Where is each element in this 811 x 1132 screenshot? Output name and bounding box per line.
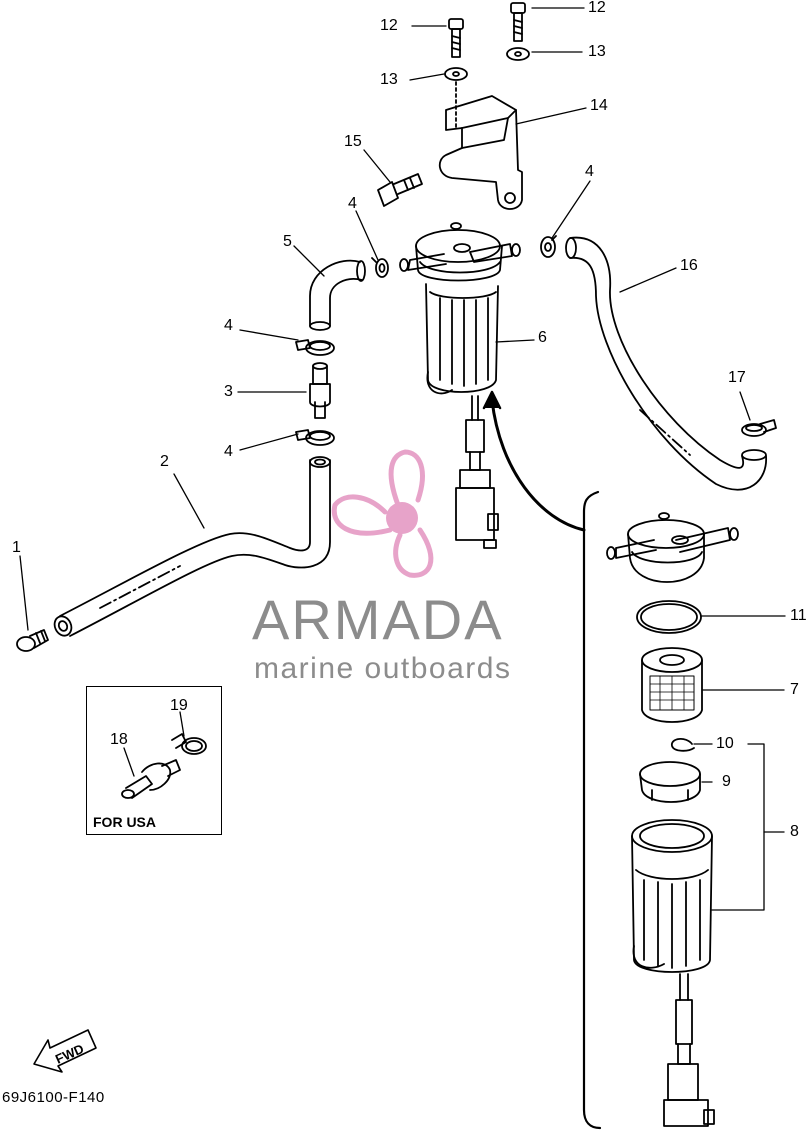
bolt-12-left (448, 18, 464, 58)
part-label-13-left: 13 (380, 71, 398, 88)
hose-2 (53, 456, 331, 637)
drawing-code: 69J6100-F140 (2, 1089, 105, 1106)
fwd-arrow-icon (33, 1029, 97, 1073)
part-label-7: 7 (790, 681, 799, 698)
hose-clip-4-lower (295, 429, 335, 446)
washer-13-right (506, 47, 530, 61)
part-label-2: 2 (160, 453, 169, 470)
plug-1 (16, 629, 49, 652)
o-ring-11 (636, 600, 702, 634)
bolt-12-right (510, 2, 526, 42)
filter-cap (606, 512, 739, 583)
hose-clip-4-upper-left (371, 257, 389, 278)
part-label-12-left: 12 (380, 17, 398, 34)
part-label-14: 14 (590, 97, 608, 114)
part-label-8: 8 (790, 823, 799, 840)
part-label-10: 10 (716, 735, 734, 752)
part-label-4-mid: 4 (224, 317, 233, 334)
part-label-1: 1 (12, 539, 21, 556)
usa-inset-caption: FOR USA (93, 814, 156, 830)
watermark-title: ARMADA (252, 588, 504, 651)
hose-5 (309, 259, 366, 331)
joint-18 (121, 759, 181, 799)
armada-propeller-logo (331, 449, 434, 578)
circlip-10 (671, 738, 695, 752)
part-label-13-right: 13 (588, 43, 606, 60)
hose-clip-4-mid (295, 339, 335, 356)
part-label-12-right: 12 (588, 0, 606, 16)
joint-3 (309, 362, 331, 419)
part-label-11: 11 (790, 607, 807, 624)
part-label-9: 9 (722, 773, 731, 790)
fuel-filter-6 (399, 222, 521, 549)
part-label-18: 18 (110, 731, 128, 748)
washer-13-left (444, 67, 468, 81)
bracket-14 (438, 81, 523, 210)
filter-element-7 (641, 647, 703, 723)
part-label-15: 15 (344, 133, 362, 150)
part-label-4-upper-right: 4 (585, 163, 594, 180)
watermark-subtitle: marine outboards (254, 652, 512, 685)
exploded-view-border (582, 490, 602, 1130)
filter-bowl-8 (631, 819, 715, 1127)
usa-inset-box: FOR USA (86, 686, 222, 835)
part-label-4-lower: 4 (224, 443, 233, 460)
part-label-3: 3 (224, 383, 233, 400)
float-9 (639, 761, 701, 803)
part-label-17: 17 (728, 369, 746, 386)
exploded-view-arrow (490, 398, 586, 532)
leader-lines (19, 7, 786, 911)
part-label-6: 6 (538, 329, 547, 346)
bolt-15 (377, 173, 423, 207)
hose-clip-19 (171, 733, 207, 755)
part-label-4-upper-left: 4 (348, 195, 357, 212)
part-label-5: 5 (283, 233, 292, 250)
hose-clip-4-upper-right (540, 235, 557, 258)
part-label-16: 16 (680, 257, 698, 274)
hose-clip-17 (741, 419, 777, 437)
part-label-19: 19 (170, 697, 188, 714)
hose-16 (565, 236, 767, 491)
